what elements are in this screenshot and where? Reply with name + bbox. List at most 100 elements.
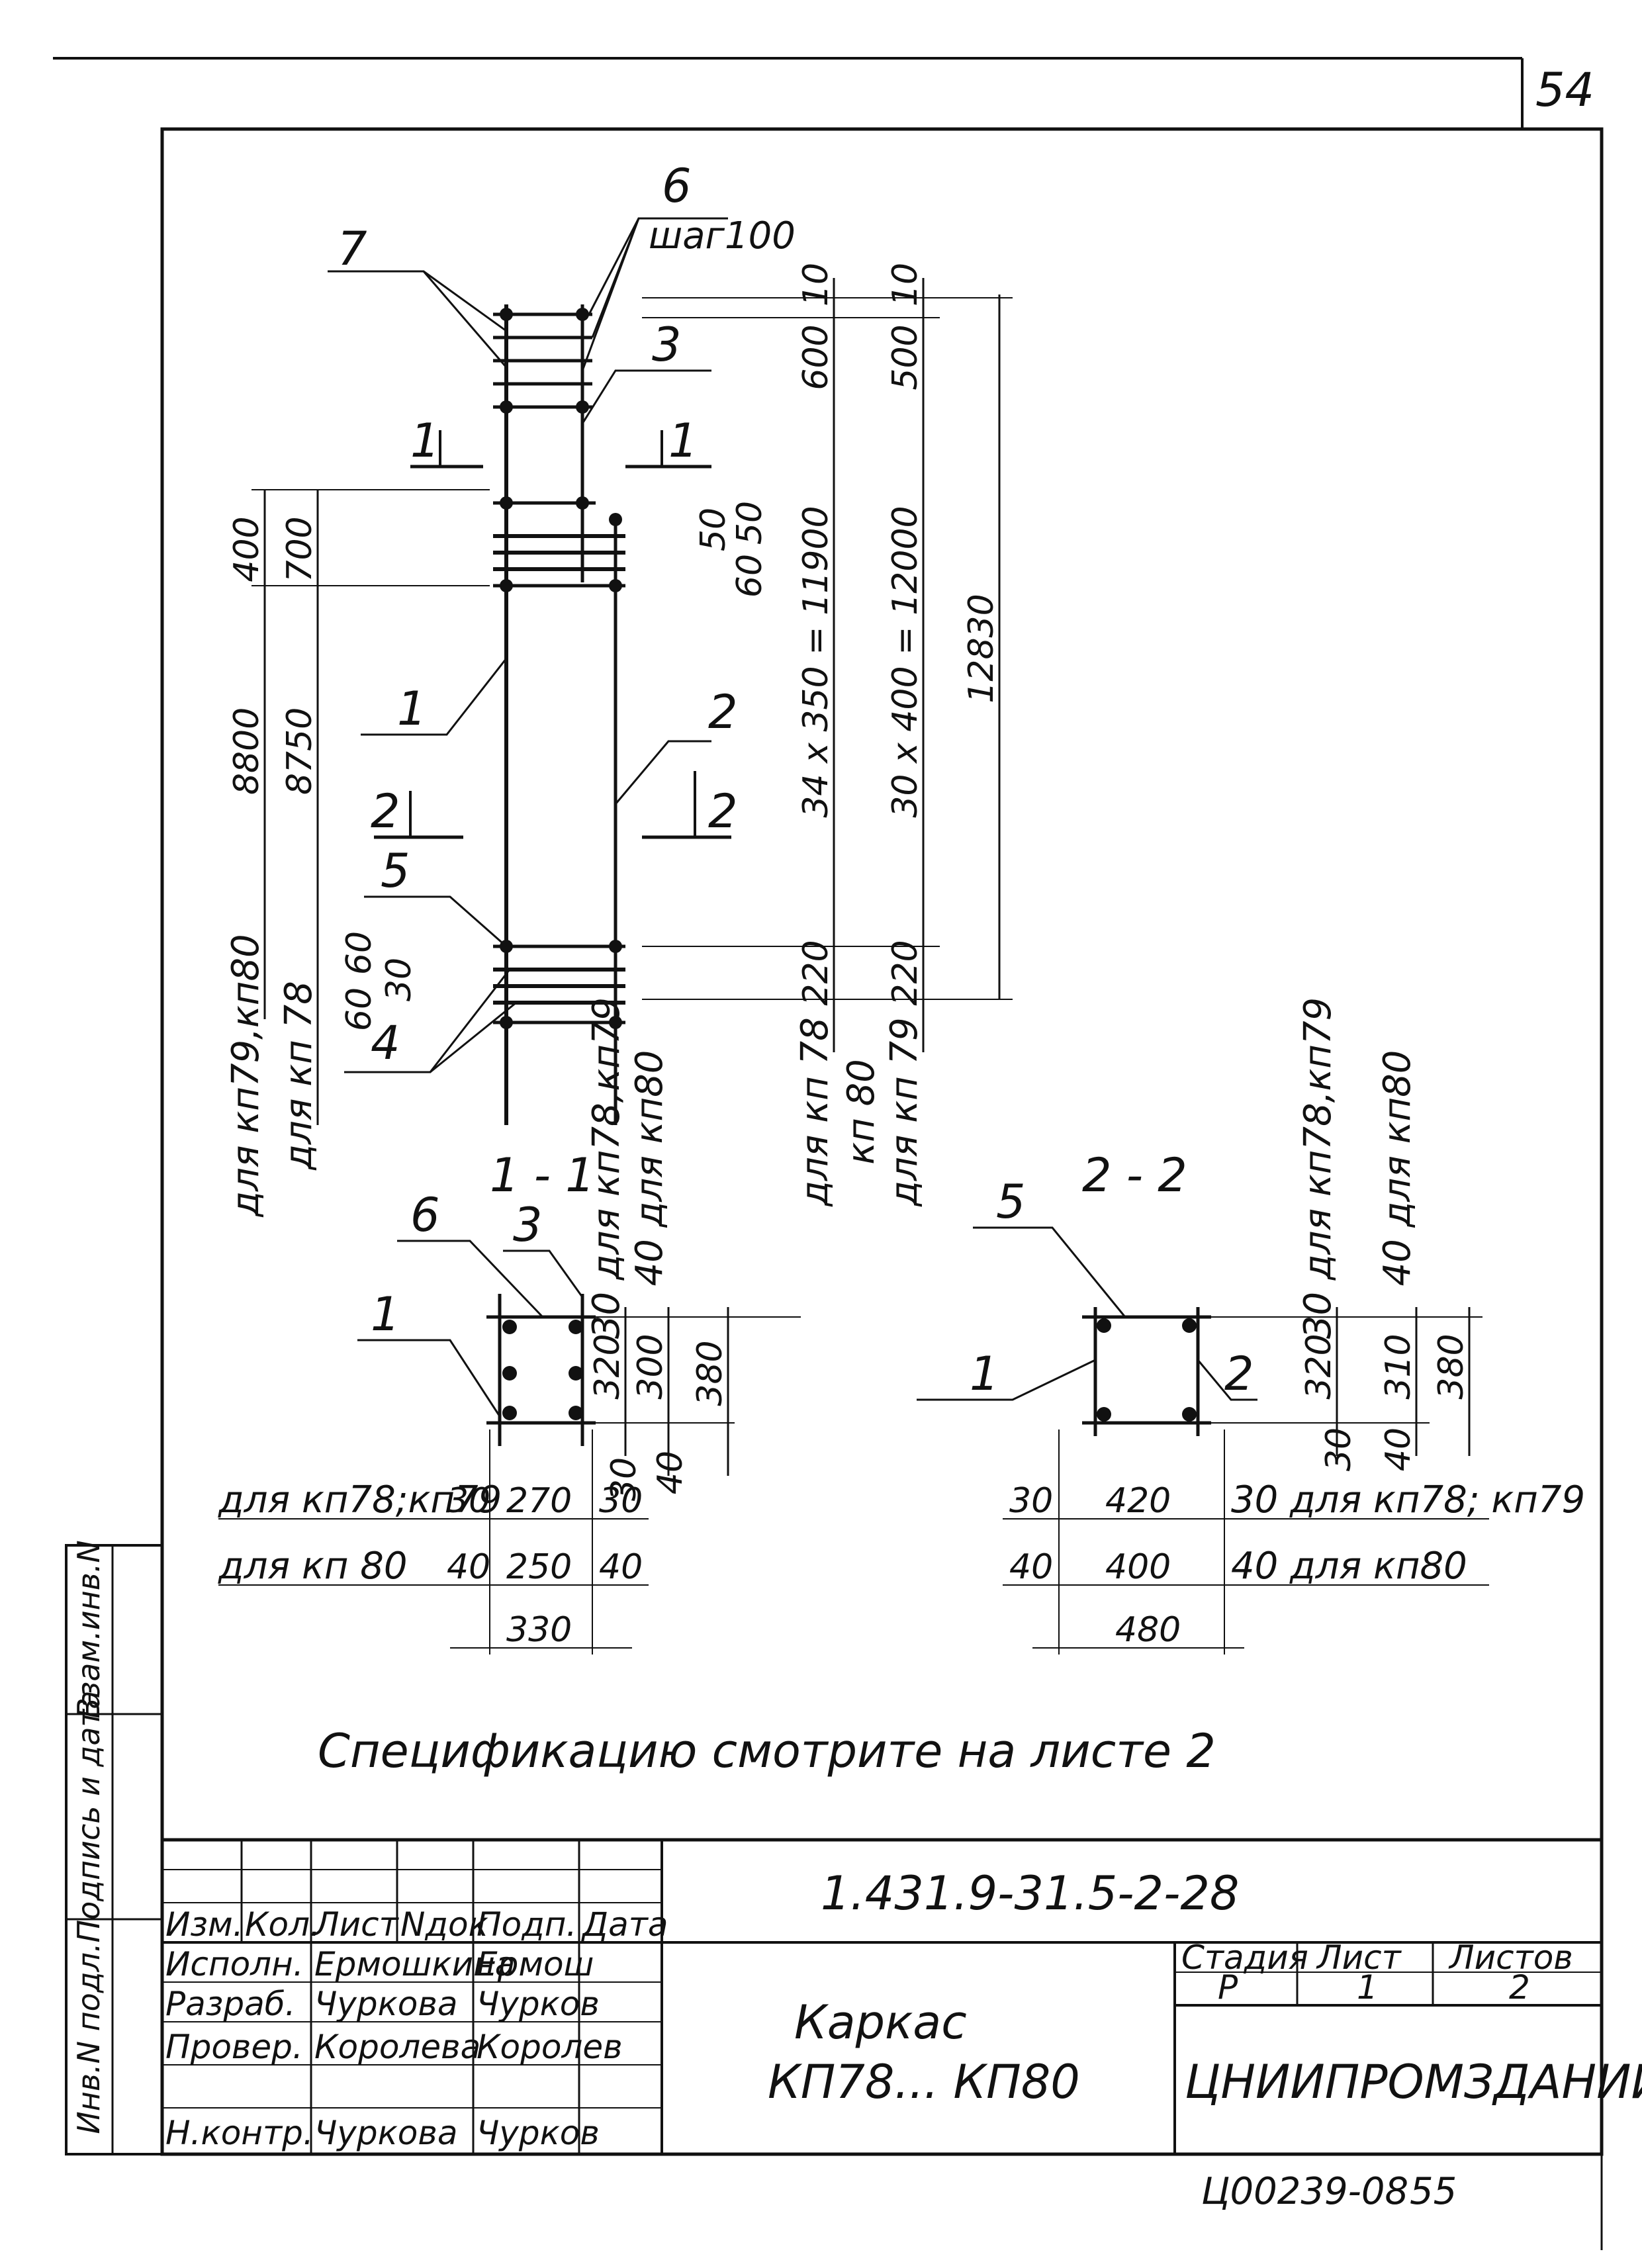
section-mark-2-left: 2 (371, 784, 400, 839)
s11-dim-30: 30 (604, 1457, 644, 1501)
tb-role-5: Н.контр. (165, 2114, 314, 2152)
s11-note-40: 40 для кп80 (628, 1050, 671, 1287)
tb-sign-2: Чурков (477, 1985, 600, 2023)
section-1-1: 1 - 1 6 3 1 30 для кп78,кп79 40 для кп80… (218, 997, 801, 1655)
dim-60-small: 60 (730, 554, 770, 598)
tb-name-1: Ермошкина (314, 1945, 515, 1983)
s22-dim-320: 320 (1299, 1334, 1339, 1399)
s22-dim-30: 30 (1319, 1428, 1359, 1471)
s11-row2-b: 250 (506, 1547, 572, 1587)
s11-row1-c: 30 (599, 1481, 643, 1521)
section-mark-1-right: 1 (668, 414, 698, 468)
dim-10-a: 10 (796, 263, 836, 306)
s22-mark-5: 5 (996, 1175, 1026, 1229)
dim-600: 600 (796, 324, 836, 390)
section-1-1-title: 1 - 1 (490, 1148, 595, 1202)
s22-dim-380: 380 (1432, 1334, 1471, 1399)
dim-34x350: 34 x 350 = 11900 (796, 506, 836, 817)
tb-sheets-value: 2 (1509, 1968, 1530, 2007)
s11-dim-40: 40 (651, 1451, 690, 1494)
s22-row2-c: 40 для кп80 (1231, 1545, 1467, 1588)
s11-row2-a: 40 (447, 1547, 490, 1587)
tb-header-list: Лист (313, 1905, 400, 1944)
tb-name-5: Чуркова (314, 2114, 458, 2152)
s11-row2-c: 40 (599, 1547, 643, 1587)
tb-header-podp: Подп. (477, 1905, 576, 1944)
mark-3: 3 (652, 318, 682, 372)
s11-mark-3: 3 (513, 1198, 543, 1252)
note-kp78: для кп 78 (277, 981, 320, 1171)
tb-sign-3: Королев (477, 2028, 623, 2066)
note-right-kp78: для кп 78 (794, 1017, 837, 1207)
s11-row1-label: для кп78;кп79 (218, 1478, 502, 1521)
tb-sheets-header: Листов (1448, 1938, 1573, 1977)
dim-220-a: 220 (796, 940, 836, 1005)
tb-name-3: Королева (314, 2028, 480, 2066)
tb-organization: ЦНИИПРОМЗДАНИЙ (1185, 2055, 1642, 2109)
elevation-view: 7 6 шаг100 3 1 2 5 4 1 1 2 2 (224, 159, 1013, 1218)
dim-overall-12830: 12830 (962, 594, 1001, 703)
s11-row2-label: для кп 80 (218, 1545, 408, 1588)
s22-row1-b: 420 (1105, 1481, 1171, 1521)
s22-row2-a: 40 (1009, 1547, 1053, 1587)
s22-row2-b: 400 (1105, 1547, 1171, 1587)
s11-mark-1: 1 (371, 1287, 400, 1341)
tb-header-data: Дата (581, 1905, 668, 1944)
mark-2: 2 (708, 685, 738, 739)
dim-10-b: 10 (886, 263, 925, 306)
s11-dim-320: 320 (588, 1334, 627, 1399)
tb-stage-value: Р (1218, 1968, 1238, 2007)
s22-row1-a: 30 (1009, 1481, 1053, 1521)
tb-header-izm: Изм. (165, 1905, 244, 1944)
dim-30x400: 30 x 400 = 12000 (886, 506, 925, 817)
tb-sheet-value: 1 (1357, 1968, 1378, 2007)
s11-dim-300: 300 (631, 1334, 670, 1399)
stamp-vzam-inv: Взам.инв.N (71, 1540, 107, 1719)
s22-note-30: 30 для кп78,кп79 (1297, 997, 1340, 1339)
tb-header-ndok: Nдок (400, 1905, 488, 1944)
s22-dim-310: 310 (1379, 1334, 1418, 1399)
s11-row1-a: 30 (447, 1481, 490, 1521)
s22-mark-2: 2 (1224, 1347, 1254, 1401)
s22-total-480: 480 (1115, 1610, 1181, 1650)
tb-role-1: Исполн. (165, 1945, 304, 1983)
tb-title-range: КП78... КП80 (768, 2055, 1080, 2109)
dim-50-a: 50 (694, 508, 733, 551)
s11-mark-6: 6 (410, 1188, 440, 1242)
s11-total-330: 330 (506, 1610, 572, 1650)
page-number: 54 (1535, 63, 1594, 117)
dim-220-b: 220 (886, 940, 925, 1005)
tb-header-kol: Кол. (245, 1905, 320, 1944)
tb-name-2: Чуркова (314, 1985, 458, 2023)
step-label: шаг100 (649, 214, 796, 257)
tb-title-karkas: Каркас (794, 1995, 967, 2050)
tb-sheet-header: Лист (1316, 1938, 1402, 1977)
note-right-kp79: для кп 79 (883, 1017, 926, 1207)
stamp-inv-podl: Инв.N подл. (71, 1942, 107, 2134)
mark-7: 7 (338, 222, 367, 276)
section-2-2: 2 - 2 5 1 2 30 для кп78,кп79 40 для кп80… (917, 997, 1585, 1655)
dim-60b: 60 (340, 987, 379, 1031)
mark-5: 5 (381, 844, 410, 898)
note-right-kp80: кп 80 (840, 1059, 883, 1165)
tb-sign-1: Ермош (477, 1945, 594, 1983)
dim-700: 700 (280, 516, 320, 582)
s11-note-30: 30 для кп78,кп79 (585, 997, 628, 1339)
dim-500: 500 (886, 324, 925, 390)
section-mark-2-right: 2 (708, 784, 738, 839)
tb-role-2: Разраб. (165, 1985, 295, 2023)
archive-code: Ц00239-08 (1201, 2170, 1408, 2213)
note-kp79-kp80: для кп79,кп80 (224, 934, 267, 1217)
dim-30: 30 (379, 958, 419, 1001)
tb-sign-5: Чурков (477, 2114, 600, 2152)
mark-6: 6 (662, 159, 692, 213)
s11-row1-b: 270 (506, 1481, 572, 1521)
s22-row1-c: 30 для кп78; кп79 (1231, 1478, 1585, 1521)
section-mark-1-left: 1 (410, 414, 440, 468)
dim-400: 400 (227, 516, 267, 582)
s22-mark-1: 1 (970, 1347, 999, 1401)
side-stamp: Инв.N подл. Подпись и дата Взам.инв.N (65, 1540, 163, 2155)
mark-1: 1 (397, 682, 427, 736)
